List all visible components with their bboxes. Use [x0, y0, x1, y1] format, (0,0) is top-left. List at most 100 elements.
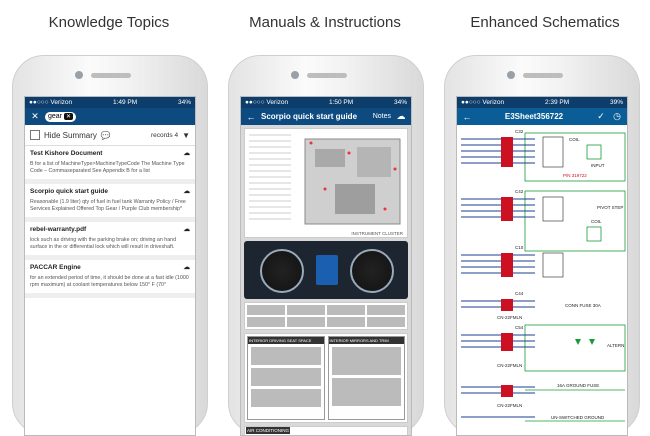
box-label: INTERIOR MIRRORS AND TRIM	[328, 337, 404, 344]
result-item[interactable]: PACCAR Engine ☁ for an extended period of…	[25, 260, 195, 299]
caption-schematics: Enhanced Schematics	[470, 14, 620, 31]
back-arrow-icon[interactable]: ←	[246, 111, 256, 122]
result-item[interactable]: rebel-warranty.pdf ☁ lock such as driving…	[25, 222, 195, 261]
legend-cell	[367, 317, 405, 327]
label-coil: COIL	[569, 137, 580, 142]
cloud-download-icon[interactable]: ☁	[183, 264, 191, 272]
carrier: ●●○○○ Verizon	[245, 99, 289, 106]
photo	[331, 378, 401, 406]
close-icon[interactable]: ✕	[31, 111, 39, 121]
chevron-down-icon[interactable]: ✓	[597, 111, 605, 121]
camera	[291, 71, 299, 79]
instrument-cluster-image	[244, 241, 408, 299]
label-cn-1: CN-22FMLN	[497, 315, 522, 320]
label-pivot: PIVOT STEP	[597, 205, 623, 210]
label-c44: C44	[515, 291, 524, 296]
back-arrow-icon[interactable]: ←	[462, 111, 472, 122]
label-c54: C54	[515, 325, 524, 330]
label-conn: CONN FUSE 30A	[565, 303, 601, 308]
cloud-download-icon[interactable]: ☁	[183, 226, 191, 234]
photo	[251, 368, 321, 386]
result-title: Test Kishore Document	[30, 150, 103, 157]
doc-page-legend	[244, 302, 408, 330]
doc-title: Scorpio quick start guide	[261, 112, 358, 121]
camera	[75, 71, 83, 79]
doc-page-ac: AIR CONDITIONING	[244, 426, 408, 435]
cloud-download-icon[interactable]: ☁	[183, 188, 191, 196]
clock: 1:49 PM	[112, 99, 138, 106]
speedometer	[350, 249, 394, 293]
battery: 39%	[609, 99, 623, 106]
label-cn-2: CN-22FMLN	[497, 363, 522, 368]
search-input[interactable]: gear ✕	[45, 111, 77, 122]
label-c32: C32	[515, 129, 524, 134]
legend-cell	[247, 317, 285, 327]
phone-schematics: ●●○○○ Verizon 2:39 PM 39% ← E3Sheet35672…	[444, 55, 640, 436]
label-c10: C10	[515, 245, 524, 250]
label-coil2: COIL	[591, 219, 602, 224]
legend-cell	[287, 305, 325, 315]
label-c42: C42	[515, 189, 524, 194]
label-alter: ALTERN	[607, 343, 624, 348]
doc-page: INSTRUMENT CLUSTER	[244, 128, 408, 238]
interior-mirrors-panel: INTERIOR MIRRORS AND TRIM	[327, 336, 405, 420]
battery: 34%	[177, 99, 191, 106]
caption-knowledge-topics: Knowledge Topics	[48, 14, 170, 31]
camera	[507, 71, 515, 79]
interior-seat-panel: INTERIOR DRIVING SEAT SPACE	[247, 336, 325, 420]
records-count: records 4	[150, 131, 179, 139]
phone-knowledge-topics: ●●○○○ Verizon 1:49 PM 34% ✕ gear ✕ Hide …	[12, 55, 208, 436]
clear-tag-icon[interactable]: ✕	[64, 113, 74, 120]
filter-icon[interactable]: ▼	[182, 130, 190, 140]
status-bar: ●●○○○ Verizon 2:39 PM 39%	[457, 97, 627, 108]
status-bar: ●●○○○ Verizon 1:50 PM 34%	[241, 97, 411, 108]
result-body: for an extended period of time, it shoul…	[30, 274, 189, 289]
result-body: B for a list of MachineType>MachineTypeC…	[30, 160, 185, 174]
clock: 1:50 PM	[328, 99, 354, 106]
result-body: lock such as driving with the parking br…	[30, 236, 177, 250]
hide-summary-label: Hide Summary	[44, 130, 97, 140]
section-label: INSTRUMENT CLUSTER	[351, 231, 403, 236]
box-label: AIR CONDITIONING	[246, 427, 291, 434]
screen-manuals: ●●○○○ Verizon 1:50 PM 34% ← Scorpio quic…	[240, 96, 412, 436]
search-bar: ✕ gear ✕	[25, 108, 195, 125]
legend-cell	[367, 305, 405, 315]
notes-button[interactable]: Notes	[372, 113, 391, 120]
legend-cell	[327, 305, 365, 315]
history-icon[interactable]: ◷	[613, 111, 621, 121]
label-pin: P/N 319722	[563, 173, 587, 178]
result-title: rebel-warranty.pdf	[30, 226, 87, 234]
schematic-title: E3Sheet356722	[504, 112, 564, 121]
screen-schematics: ●●○○○ Verizon 2:39 PM 39% ← E3Sheet35672…	[456, 96, 628, 436]
tachometer	[260, 249, 304, 293]
result-item[interactable]: Scorpio quick start guide ☁ Reasonable (1…	[25, 184, 195, 223]
clock: 2:39 PM	[544, 99, 570, 106]
chat-icon: 💬	[100, 130, 111, 140]
result-body: Reasonable (1.9 liter) qty of fuel in fu…	[30, 198, 186, 212]
speaker	[91, 73, 131, 78]
photo	[331, 347, 401, 375]
doc-nav-bar: ← Scorpio quick start guide Notes ☁	[241, 108, 411, 125]
label-ground-fuse: 16A GROUND FUSE	[557, 383, 599, 388]
doc-page-interior: INTERIOR DRIVING SEAT SPACE INTERIOR MIR…	[244, 333, 408, 423]
photo	[251, 347, 321, 365]
caption-manuals: Manuals & Instructions	[249, 14, 401, 31]
summary-checkbox[interactable]	[30, 130, 40, 140]
summary-row: Hide Summary 💬 records 4 ▼	[25, 125, 195, 146]
cloud-download-icon[interactable]: ☁	[396, 111, 406, 121]
speaker	[307, 73, 347, 78]
box-label: INTERIOR DRIVING SEAT SPACE	[248, 337, 324, 344]
screen-knowledge-topics: ●●○○○ Verizon 1:49 PM 34% ✕ gear ✕ Hide …	[24, 96, 196, 436]
carrier: ●●○○○ Verizon	[461, 99, 505, 106]
dashboard-diagram	[249, 134, 401, 225]
cloud-download-icon[interactable]: ☁	[183, 150, 191, 157]
result-title: PACCAR Engine	[30, 264, 81, 272]
speaker	[523, 73, 563, 78]
legend-cell	[247, 305, 285, 315]
label-input: INPUT	[591, 163, 605, 168]
status-bar: ●●○○○ Verizon 1:49 PM 34%	[25, 97, 195, 108]
photo	[251, 389, 321, 407]
result-title: Scorpio quick start guide	[30, 188, 109, 196]
result-item[interactable]: Test Kishore Document ☁ B for a list of M…	[25, 146, 195, 185]
schematic-nav-bar: ← E3Sheet356722 ✓ ◷	[457, 108, 627, 125]
